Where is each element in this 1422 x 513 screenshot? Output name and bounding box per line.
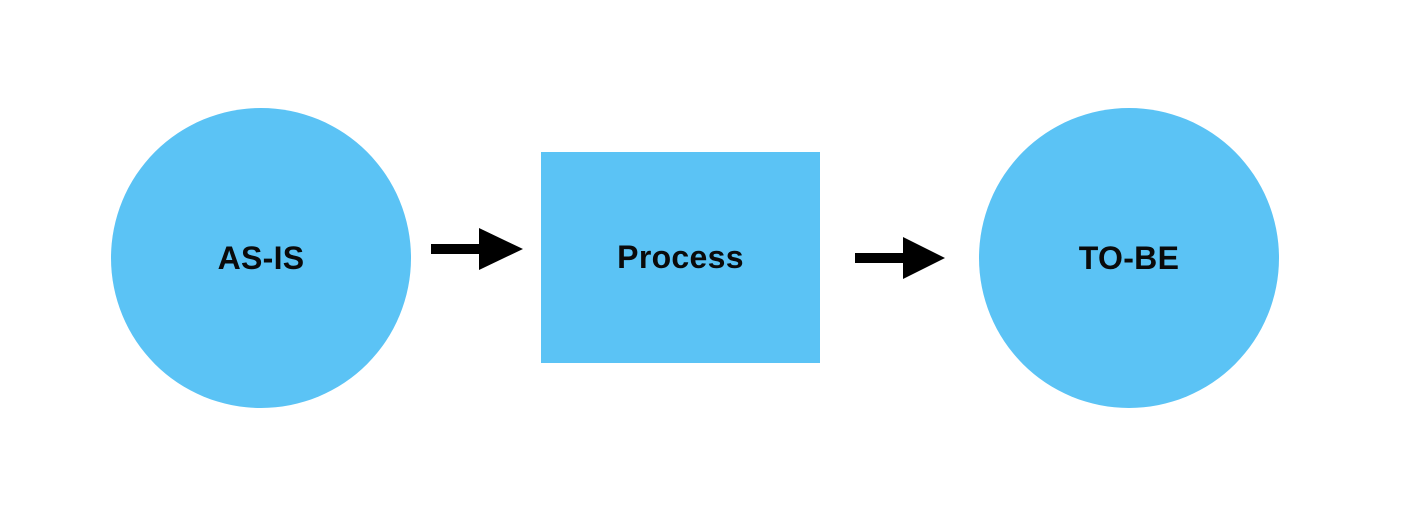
arrow-right-icon	[431, 228, 523, 270]
process-label: Process	[617, 239, 744, 275]
as-is-label: AS-IS	[217, 239, 305, 276]
to-be-label: TO-BE	[1078, 239, 1180, 276]
process-node: Process	[541, 152, 820, 363]
arrow-right-icon	[855, 237, 945, 279]
to-be-node: TO-BE	[979, 108, 1279, 408]
as-is-node: AS-IS	[111, 108, 411, 408]
